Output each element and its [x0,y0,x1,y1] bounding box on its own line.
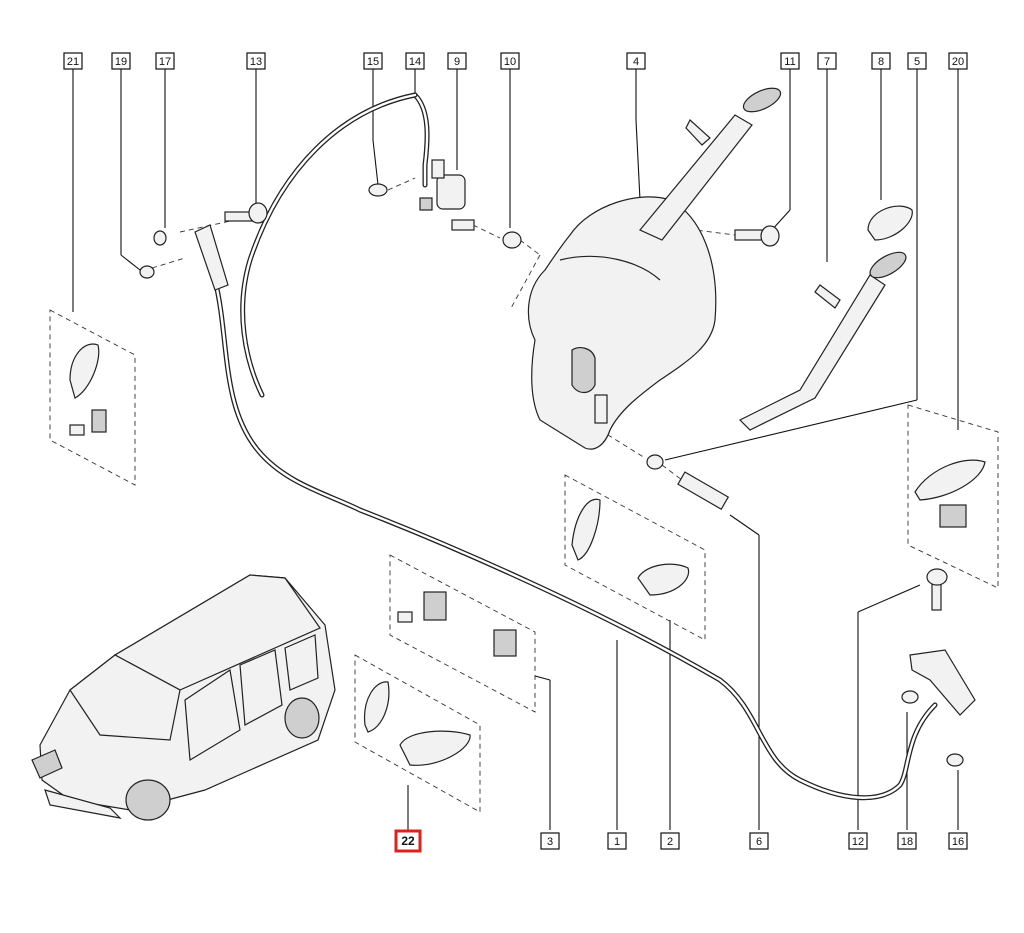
callout-number: 10 [504,56,516,68]
filler-cap[interactable] [867,205,913,241]
callout-8[interactable]: 8 [871,52,891,70]
callout-2[interactable]: 2 [660,832,680,850]
callout-number: 15 [367,56,379,68]
washer-nozzle[interactable] [139,224,229,291]
callout-20[interactable]: 20 [948,52,968,70]
callout-number: 8 [878,56,884,68]
callout-number: 9 [454,56,460,68]
callout-box [817,52,837,70]
callout-10[interactable]: 10 [500,52,520,70]
callout-number: 6 [756,836,762,848]
callout-box [607,832,627,850]
filler-neck-alt[interactable] [738,247,910,431]
callout-box [246,52,266,70]
callout-box [363,52,383,70]
callout-4[interactable]: 4 [626,52,646,70]
callout-box [394,829,422,853]
callout-box [63,52,83,70]
callout-number: 22 [401,834,415,848]
callout-number: 17 [159,56,171,68]
callout-number: 4 [633,56,639,68]
callout-12[interactable]: 12 [848,832,868,850]
callout-box [871,52,891,70]
callout-17[interactable]: 17 [155,52,175,70]
callout-19[interactable]: 19 [111,52,131,70]
callout-number: 5 [914,56,920,68]
filler-neck[interactable] [639,83,784,241]
hoses [212,92,938,801]
callout-1[interactable]: 1 [607,832,627,850]
headlamp-washer-cover[interactable] [69,343,986,766]
callout-6[interactable]: 6 [749,832,769,850]
callout-box [907,52,927,70]
vehicle-illustration [31,574,336,821]
reservoir-tank[interactable] [527,196,717,450]
callout-22[interactable]: 22 [394,829,422,853]
callout-box [626,52,646,70]
callout-box [948,832,968,850]
callout-number: 13 [250,56,262,68]
callout-number: 3 [547,836,553,848]
callout-number: 18 [901,836,913,848]
callout-21[interactable]: 21 [63,52,83,70]
callout-number: 16 [952,836,964,848]
jet-connector[interactable] [677,471,730,511]
callout-18[interactable]: 18 [897,832,917,850]
callout-box [897,832,917,850]
callout-box [848,832,868,850]
callout-box [111,52,131,70]
callout-number: 7 [824,56,830,68]
callout-box [540,832,560,850]
callout-number: 11 [784,56,795,68]
rear-nozzle-bracket[interactable] [901,649,976,767]
callout-11[interactable]: 11 [780,52,800,70]
leader-lines [72,69,959,830]
callout-number: 2 [667,836,673,848]
callout-16[interactable]: 16 [948,832,968,850]
callout-box [749,832,769,850]
callout-box [948,52,968,70]
callout-box [500,52,520,70]
callout-5[interactable]: 5 [907,52,927,70]
callout-number: 14 [409,56,421,68]
callout-number: 12 [852,836,864,848]
callout-14[interactable]: 14 [405,52,425,70]
callout-box [405,52,425,70]
callout-3[interactable]: 3 [540,832,560,850]
headlamp-jet[interactable] [69,409,967,657]
grommet[interactable] [502,231,664,470]
hose-clip[interactable] [368,183,388,197]
callout-7[interactable]: 7 [817,52,837,70]
callout-15[interactable]: 15 [363,52,383,70]
callout-number: 21 [67,56,79,68]
callout-number: 1 [614,836,620,848]
callout-box [155,52,175,70]
callout-number: 19 [115,56,127,68]
callout-box [780,52,800,70]
callout-9[interactable]: 9 [447,52,467,70]
bolt[interactable] [224,202,948,611]
callout-13[interactable]: 13 [246,52,266,70]
callout-number: 20 [952,56,964,68]
callout-box [660,832,680,850]
callout-box [447,52,467,70]
washer-pump[interactable] [419,159,475,231]
